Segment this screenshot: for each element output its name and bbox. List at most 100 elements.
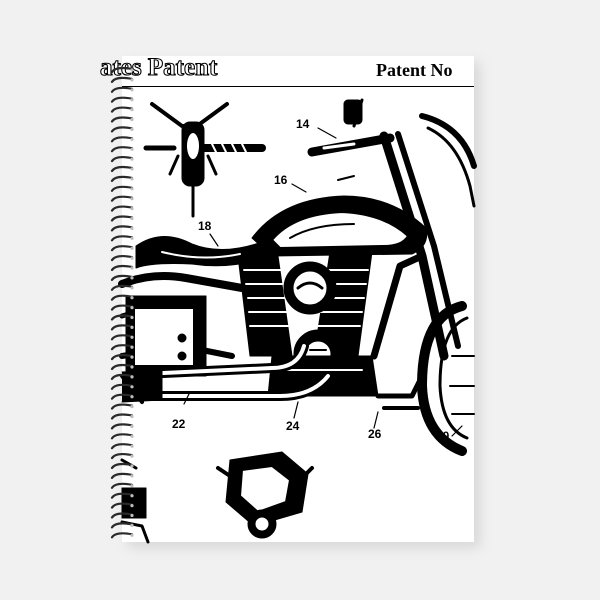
spiral-coil <box>110 413 134 420</box>
binding-hole <box>130 464 134 468</box>
binding-hole <box>130 296 134 300</box>
binding-hole <box>130 216 134 221</box>
binding-hole <box>130 474 134 478</box>
spiral-coil <box>110 502 134 509</box>
spiral-coil <box>110 344 134 351</box>
spiral-coil <box>110 225 134 232</box>
binding-hole <box>130 108 134 112</box>
motorcycle-drawing <box>118 98 477 544</box>
spiral-coil <box>110 472 134 479</box>
binding-hole <box>130 395 134 399</box>
ref-number-26: 26 <box>368 427 382 441</box>
header-rule <box>122 86 474 87</box>
spiral-coil <box>110 274 134 281</box>
spiral-coil <box>110 383 134 390</box>
spiral-coil <box>110 453 134 460</box>
spiral-coil <box>110 334 134 341</box>
handlebar-top-view <box>143 102 266 218</box>
binding-hole <box>130 533 134 537</box>
spiral-coil <box>110 363 134 371</box>
binding-hole <box>130 137 134 141</box>
binding-hole <box>130 246 134 250</box>
spiral-coil <box>110 532 134 539</box>
fuel-tank <box>251 195 428 257</box>
binding-hole <box>130 523 134 527</box>
spiral-coil <box>110 96 134 103</box>
binding-hole <box>130 187 134 191</box>
binding-hole <box>130 306 134 310</box>
binding-hole <box>130 88 134 92</box>
engine-inset <box>216 451 314 539</box>
spiral-coil <box>110 314 134 321</box>
patent-header: ates Patent Patent No <box>99 53 474 90</box>
spiral-notebook-cover: ates Patent Patent No <box>99 53 477 544</box>
spiral-coil <box>110 443 134 450</box>
spiral-coil <box>110 195 134 202</box>
ref-number-22: 22 <box>172 417 186 431</box>
binding-hole <box>130 375 134 379</box>
binding-hole <box>130 365 134 369</box>
binding-hole <box>130 68 134 72</box>
binding-hole <box>130 177 134 181</box>
leader-lines <box>183 127 463 437</box>
spiral-coil <box>110 165 134 173</box>
binding-hole <box>130 226 134 230</box>
binding-hole <box>130 256 134 260</box>
binding-hole <box>130 385 134 389</box>
binding-hole <box>130 157 134 161</box>
spiral-coil <box>110 482 134 489</box>
spiral-coil <box>110 76 134 83</box>
binding-hole <box>130 414 134 419</box>
binding-hole <box>130 405 134 409</box>
front-wheel <box>417 301 475 456</box>
spiral-coil <box>110 492 134 499</box>
binding-hole <box>130 444 134 448</box>
spiral-coil <box>110 373 134 380</box>
binding-hole <box>130 345 134 349</box>
spiral-coil <box>110 264 134 272</box>
binding-hole <box>130 286 134 290</box>
patent-number-text: Patent No <box>376 60 453 80</box>
spiral-coil <box>110 215 134 222</box>
binding-hole <box>130 117 134 122</box>
exhaust-pipes <box>121 341 333 403</box>
binding-hole <box>130 236 134 240</box>
spiral-coil <box>110 324 134 331</box>
spiral-coil <box>110 245 134 252</box>
spiral-coil <box>110 433 134 440</box>
ref-number-30: 30 <box>436 429 450 443</box>
spiral-coil <box>110 284 134 291</box>
binding-hole <box>130 207 134 211</box>
spiral-coil <box>110 205 134 212</box>
binding-hole <box>130 484 134 488</box>
spiral-coil <box>110 126 134 133</box>
spiral-coil <box>110 185 134 192</box>
binding-hole <box>130 494 134 498</box>
spiral-coil <box>110 66 134 74</box>
spiral-coil <box>110 423 134 430</box>
spiral-coil <box>110 522 134 529</box>
binding-hole <box>130 266 134 270</box>
spiral-coil <box>110 462 134 470</box>
lower-frame <box>370 252 426 410</box>
spiral-coil <box>110 106 134 113</box>
spiral-coil <box>110 175 134 182</box>
spiral-coil <box>110 116 134 123</box>
spiral-coil <box>110 354 134 361</box>
rear-frame <box>118 272 246 404</box>
binding-hole <box>130 355 134 359</box>
binding-hole <box>130 454 134 458</box>
spiral-coil <box>110 294 134 301</box>
binding-hole <box>130 197 134 201</box>
binding-hole <box>130 167 134 171</box>
spiral-coil <box>110 156 134 163</box>
spiral-coil <box>110 403 134 410</box>
spiral-coil <box>110 235 134 242</box>
binding-hole <box>130 78 134 82</box>
binding-hole <box>130 315 134 320</box>
binding-hole <box>130 424 134 428</box>
binding-hole <box>130 504 134 508</box>
spiral-coil <box>110 86 134 93</box>
ref-number-16: 16 <box>274 173 288 187</box>
